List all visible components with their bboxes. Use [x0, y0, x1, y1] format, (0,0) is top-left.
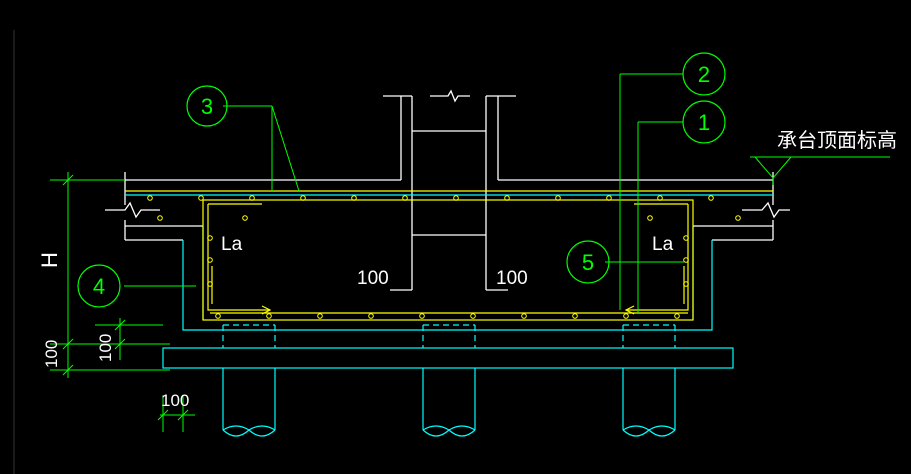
- callout-3-number: 3: [201, 94, 213, 119]
- callout-3: 3: [186, 85, 228, 127]
- column-offset-right-dim: 100: [496, 268, 528, 289]
- rebar-dot: [683, 235, 689, 241]
- leader-lines: [124, 73, 684, 313]
- rebar-dot: [683, 281, 689, 287]
- rebar-dot: [683, 257, 689, 263]
- column: [383, 89, 516, 291]
- vertical-dim-100-a: 100: [42, 340, 61, 368]
- pile-left: [222, 324, 276, 437]
- pile-right: [622, 324, 676, 437]
- rebar-dot: [606, 195, 612, 201]
- rebar-dot: [470, 313, 476, 319]
- rebar-dot: [623, 313, 629, 319]
- anchorage-length-left: La: [221, 234, 243, 255]
- rebar-dot: [657, 195, 663, 201]
- rebar-dot: [317, 313, 323, 319]
- rebar-dot: [453, 195, 459, 201]
- rebar-dot: [674, 313, 680, 319]
- bottom-dim-100: 100: [161, 391, 189, 410]
- column-offset-left-dim: 100: [357, 268, 389, 289]
- cap-outline: [105, 172, 790, 241]
- rebar-dot: [300, 195, 306, 201]
- rebar-dot: [368, 313, 374, 319]
- rebar-dot: [351, 195, 357, 201]
- callout-4: 4: [77, 264, 121, 308]
- rebar-dot: [249, 195, 255, 201]
- rebar-dot: [708, 195, 714, 201]
- callout-5-number: 5: [582, 250, 594, 275]
- callout-4-number: 4: [93, 274, 105, 299]
- rebar-dots: [147, 195, 741, 319]
- rebar-dot: [402, 195, 408, 201]
- elevation-label: 承台顶面标高: [777, 128, 897, 152]
- rebar-dot: [207, 257, 213, 263]
- pile-middle: [422, 324, 476, 437]
- rebar-dot: [266, 313, 272, 319]
- anchorage-length-right: La: [652, 234, 674, 255]
- rebar-dot: [647, 215, 653, 221]
- rebar-dot: [215, 313, 221, 319]
- rebar-dot: [555, 195, 561, 201]
- rebar-dot: [207, 281, 213, 287]
- rebar-dot: [735, 215, 741, 221]
- rebar-dot: [504, 195, 510, 201]
- callout-2-number: 2: [698, 62, 710, 87]
- rebar-dot: [419, 313, 425, 319]
- callout-1: 1: [682, 100, 726, 144]
- rebar-dot: [157, 215, 163, 221]
- rebar-dot: [147, 195, 153, 201]
- dimensions: [50, 156, 890, 432]
- callout-2: 2: [682, 52, 726, 96]
- rebar-dot: [521, 313, 527, 319]
- callout-1-number: 1: [698, 110, 710, 135]
- vertical-dim-100-b: 100: [96, 334, 115, 362]
- reinforcement: [125, 190, 773, 321]
- rebar-dot: [198, 195, 204, 201]
- rebar-dot: [207, 235, 213, 241]
- callout-5: 5: [566, 240, 610, 284]
- cushion-and-piles: [125, 194, 773, 437]
- height-dim-label: H: [37, 252, 62, 268]
- rebar-dot: [242, 215, 248, 221]
- rebar-dot: [572, 313, 578, 319]
